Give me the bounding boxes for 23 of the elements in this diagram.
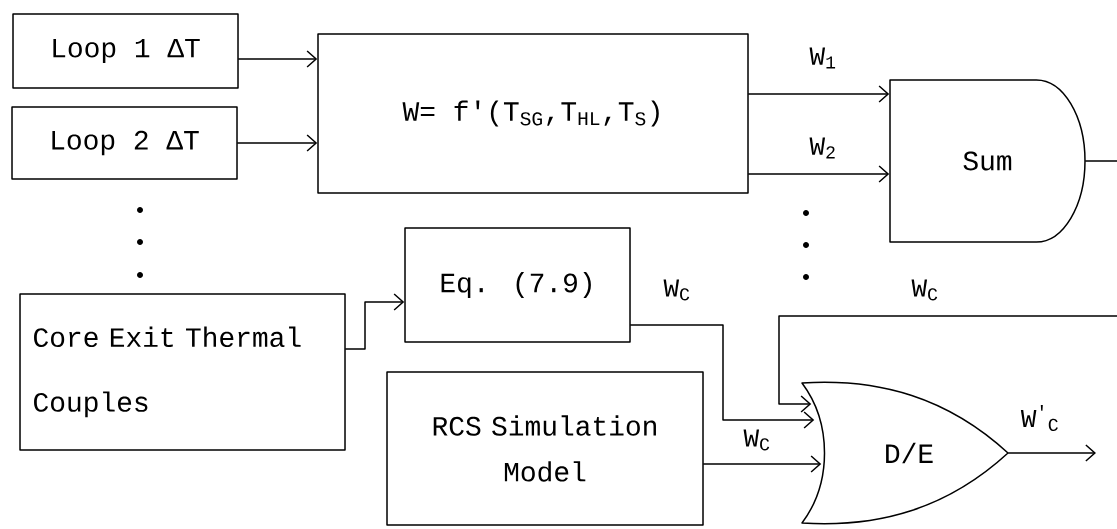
edge-label: W$_{2}$: [808, 136, 838, 160]
arrow: [778, 315, 1117, 413]
arrow: [1008, 444, 1096, 462]
arrow: [703, 455, 822, 473]
process-box: Eq. (7.9): [404, 227, 631, 343]
arrow: [630, 324, 815, 429]
arrow: [748, 165, 890, 183]
edge-label: W$_{1}$: [808, 46, 838, 70]
process-box: Loop 2 ΔT: [11, 106, 238, 180]
or-gate: D/E: [801, 381, 1009, 525]
process-box: Core Exit Thermal Couples: [19, 293, 346, 451]
arrow: [237, 134, 318, 152]
process-box: Loop 1 ΔT: [12, 13, 239, 89]
process-box: RCS Simulation Model: [386, 371, 704, 526]
edge-label: W$_{C}$: [662, 278, 692, 302]
process-box: W= f'(T$_{SG}$,T$_{HL}$,T$_{S}$): [317, 33, 749, 194]
arrow: [345, 293, 405, 350]
and-gate: Sum: [889, 79, 1086, 243]
edge-label: W$_{C}$: [910, 278, 940, 302]
edge-label: W$_{C}$: [742, 428, 772, 452]
arrow: [748, 85, 890, 103]
arrow: [238, 50, 318, 68]
edge-label: W$^{'}$C: [1019, 404, 1061, 432]
